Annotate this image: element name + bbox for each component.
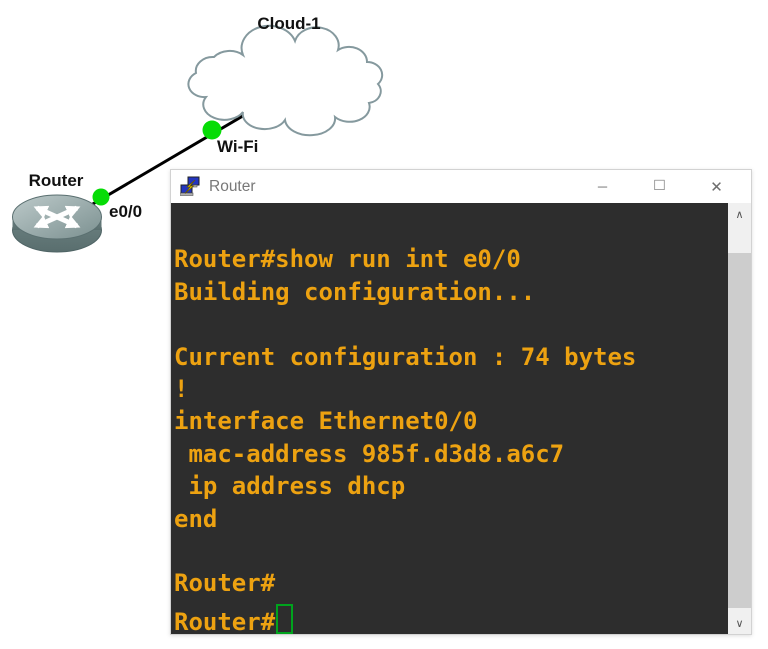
port-status-dot-e0-0 xyxy=(92,188,110,206)
cloud-node-label: Cloud-1 xyxy=(257,14,321,33)
port-status-dot-wifi xyxy=(202,120,222,140)
cloud-node[interactable] xyxy=(187,24,384,137)
terminal-prompt: Router# xyxy=(174,607,276,634)
close-button[interactable]: ✕ xyxy=(710,178,723,196)
terminal-prompt-line: Router# xyxy=(174,600,728,634)
maximize-button[interactable]: □ xyxy=(654,174,665,194)
putty-terminal-icon xyxy=(180,176,200,196)
wifi-port-label: Wi-Fi xyxy=(217,137,259,156)
window-controls: ─ □ ✕ xyxy=(574,170,751,203)
router-interface-label: e0/0 xyxy=(109,202,143,221)
router-console-window: Router ─ □ ✕ Router#show run int e0/0 Bu… xyxy=(170,169,752,635)
scroll-down-button[interactable]: ∨ xyxy=(728,612,751,634)
terminal-line: end xyxy=(174,504,218,533)
router-node-label: Router xyxy=(28,171,84,190)
scrollbar-thumb[interactable] xyxy=(728,253,751,608)
minimize-button[interactable]: ─ xyxy=(597,179,608,194)
terminal-line: Router#show run int e0/0 xyxy=(174,245,521,274)
terminal-line xyxy=(174,535,728,567)
terminal-line: mac-address 985f.d3d8.a6c7 xyxy=(174,439,565,468)
window-content: Router#show run int e0/0 Building config… xyxy=(171,203,751,634)
scrollbar-track[interactable] xyxy=(728,225,751,612)
terminal-line xyxy=(174,211,728,243)
terminal-line xyxy=(174,308,728,340)
router-node[interactable] xyxy=(12,194,102,253)
terminal-line: Building configuration... xyxy=(174,277,536,306)
router-arrows-icon xyxy=(33,205,81,229)
terminal-line: Router# xyxy=(174,569,276,598)
terminal-line: ip address dhcp xyxy=(174,472,406,501)
terminal-scrollbar: ∧ ∨ xyxy=(728,203,751,634)
terminal-line: interface Ethernet0/0 xyxy=(174,407,478,436)
terminal-line: ! xyxy=(174,374,189,403)
window-title: Router xyxy=(209,177,256,195)
topology-canvas xyxy=(12,24,384,253)
terminal-cursor xyxy=(276,603,294,634)
terminal-line: Current configuration : 74 bytes xyxy=(174,342,637,371)
scroll-up-button[interactable]: ∧ xyxy=(728,203,751,225)
terminal-screen[interactable]: Router#show run int e0/0 Building config… xyxy=(171,203,728,634)
window-titlebar[interactable]: Router ─ □ ✕ xyxy=(171,170,751,203)
